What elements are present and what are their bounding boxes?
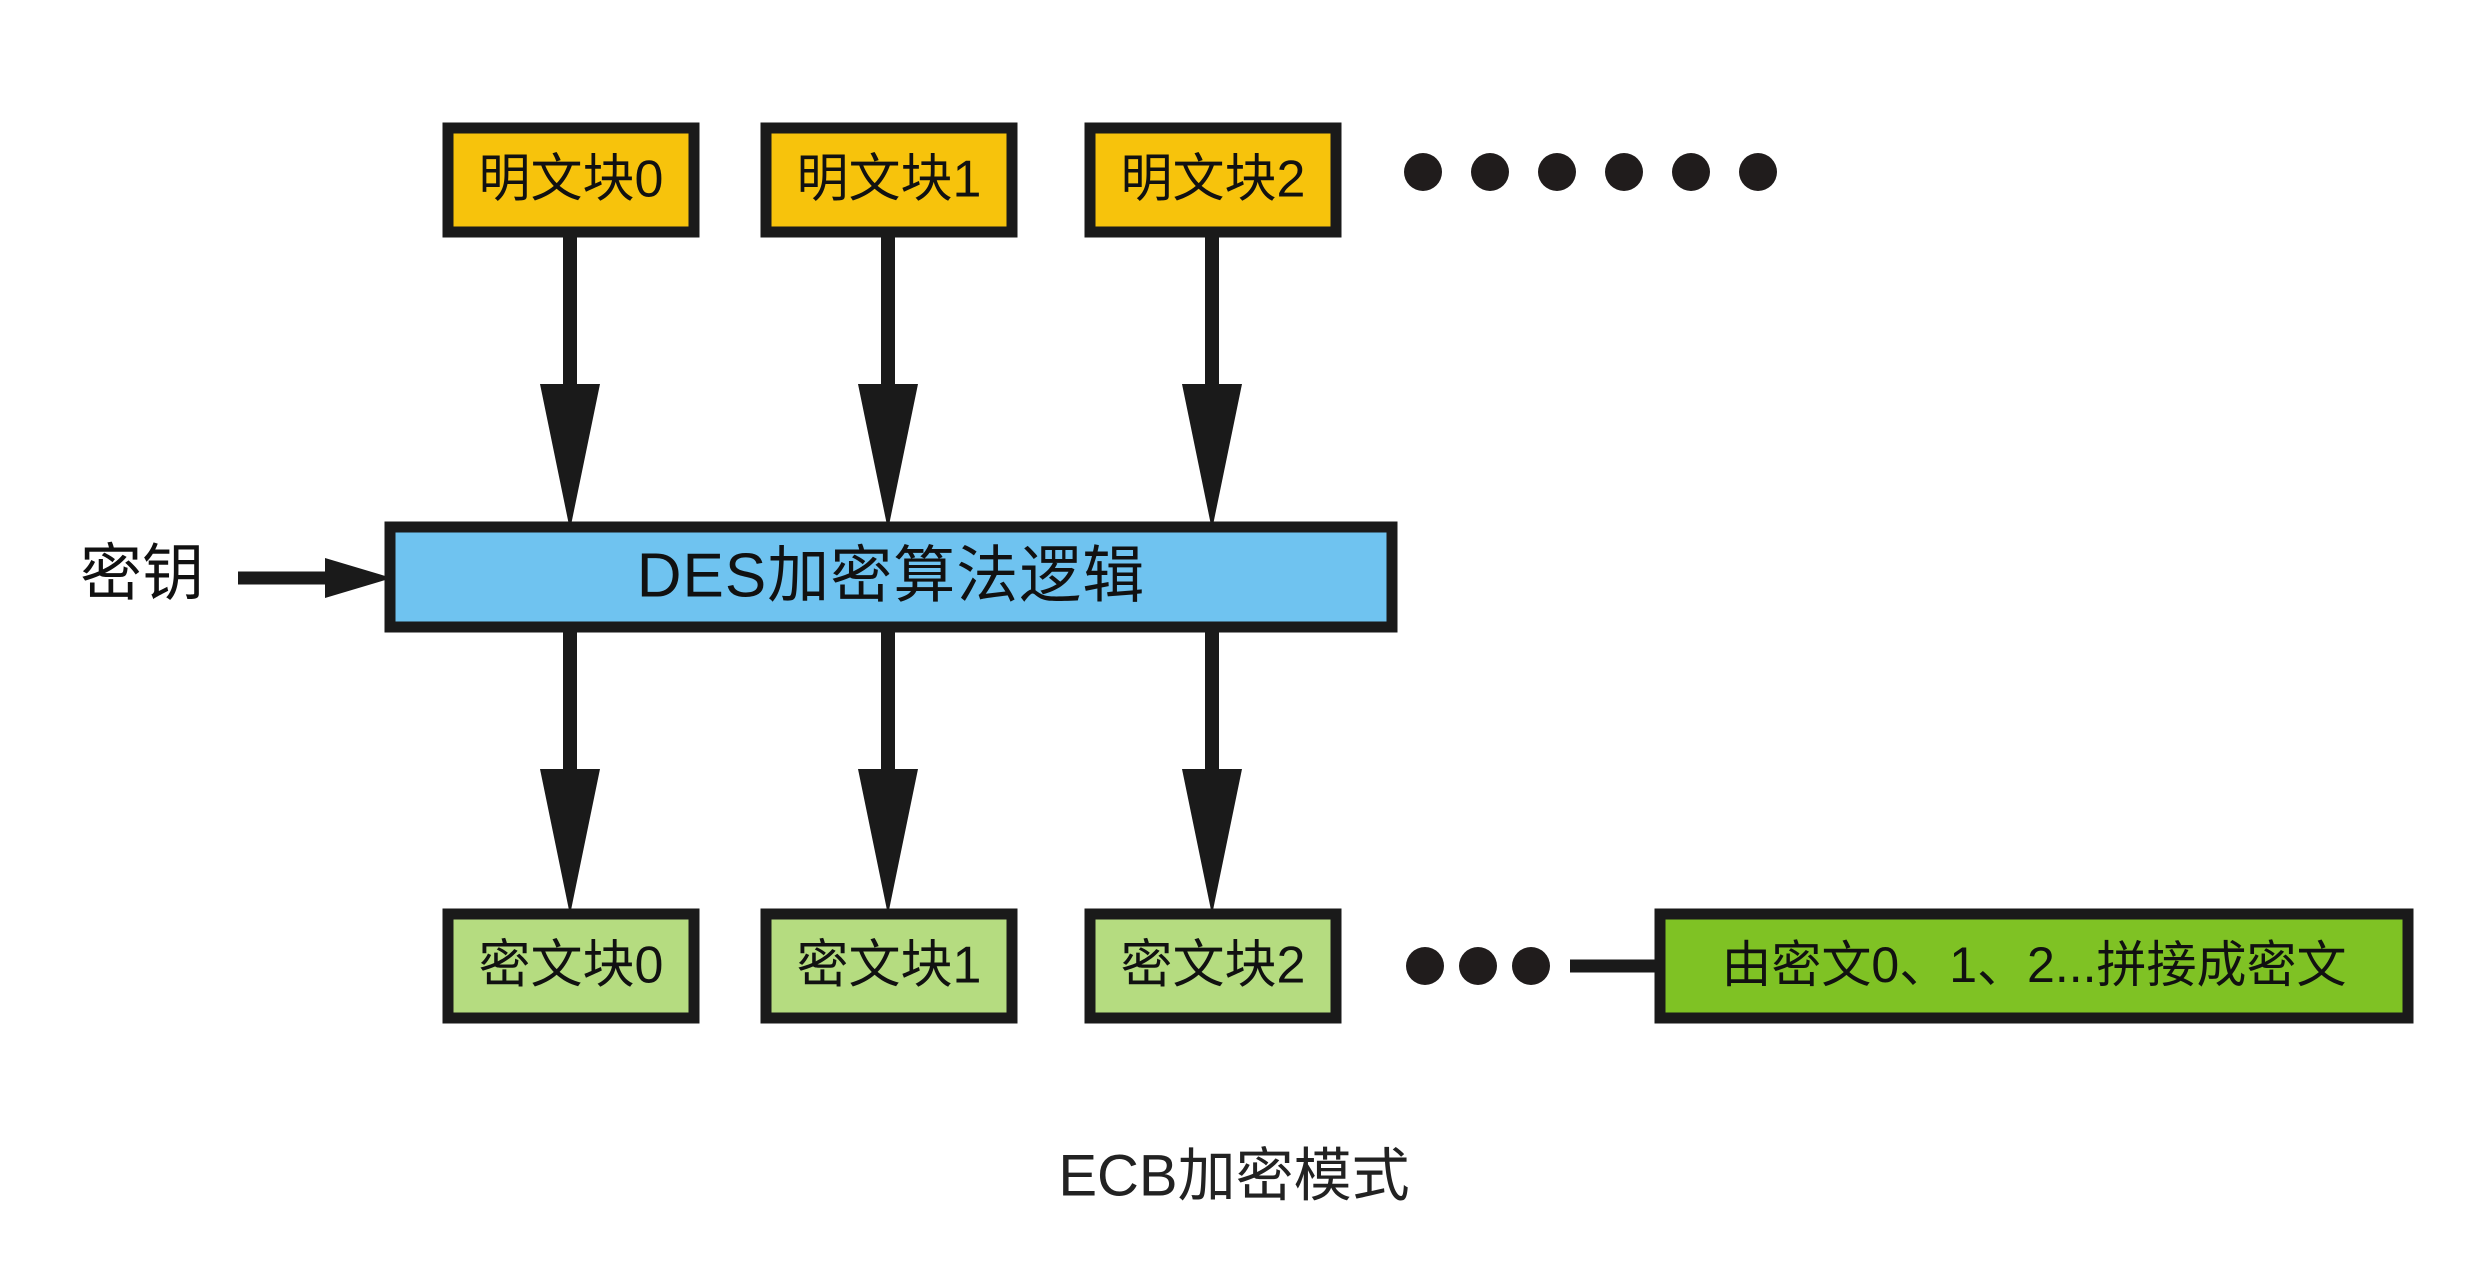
ciphertext-block-1[interactable]: 密文块1: [760, 908, 1018, 1024]
ciphertext-block-0[interactable]: 密文块0: [442, 908, 700, 1024]
key-label: 密钥: [80, 539, 204, 608]
des-algorithm-label: DES加密算法逻辑: [637, 541, 1145, 610]
arrow-des-to-ciphertext-2: [1182, 625, 1242, 915]
arrow-key-to-des: [238, 558, 392, 598]
ciphertext-block-2-rect: [1084, 908, 1342, 1024]
ciphertext-block-0-rect: [442, 908, 700, 1024]
ciphertext-block-0-label: 密文块0: [479, 937, 664, 995]
ciphertext-block-1-rect: [760, 908, 1018, 1024]
arrow-plaintext-1-to-des: [858, 235, 918, 530]
concatenated-ciphertext-rect: [1654, 908, 2414, 1024]
plaintext-block-0-label: 明文块0: [479, 151, 664, 209]
ciphertext-block-2-label: 密文块2: [1121, 937, 1306, 995]
plaintext-block-1[interactable]: 明文块1: [760, 122, 1018, 238]
ciphertext-block-2[interactable]: 密文块2: [1084, 908, 1342, 1024]
arrow-des-to-ciphertext-1: [858, 625, 918, 915]
des-algorithm-box[interactable]: DES加密算法逻辑: [384, 521, 1398, 633]
diagram-caption: ECB加密模式: [1058, 1143, 1409, 1208]
arrow-plaintext-2-to-des: [1182, 235, 1242, 530]
plaintext-block-1-rect: [760, 122, 1018, 238]
plaintext-block-2-rect: [1084, 122, 1342, 238]
six-dot-ellipsis: [1404, 153, 1777, 191]
three-dot-ellipsis: [1406, 947, 1550, 985]
arrow-des-to-ciphertext-0: [540, 625, 600, 915]
concatenated-ciphertext-box[interactable]: 由密文0、1、2...拼接成密文: [1654, 908, 2414, 1024]
plaintext-block-0-rect: [442, 122, 700, 238]
plaintext-block-2-label: 明文块2: [1121, 151, 1306, 209]
plaintext-block-0[interactable]: 明文块0: [442, 122, 700, 238]
ciphertext-block-1-label: 密文块1: [797, 937, 982, 995]
plaintext-block-1-label: 明文块1: [797, 151, 982, 209]
concatenated-ciphertext-label: 由密文0、1、2...拼接成密文: [1721, 937, 2346, 993]
des-algorithm-rect: [384, 521, 1398, 633]
plaintext-block-2[interactable]: 明文块2: [1084, 122, 1342, 238]
arrow-plaintext-0-to-des: [540, 235, 600, 530]
